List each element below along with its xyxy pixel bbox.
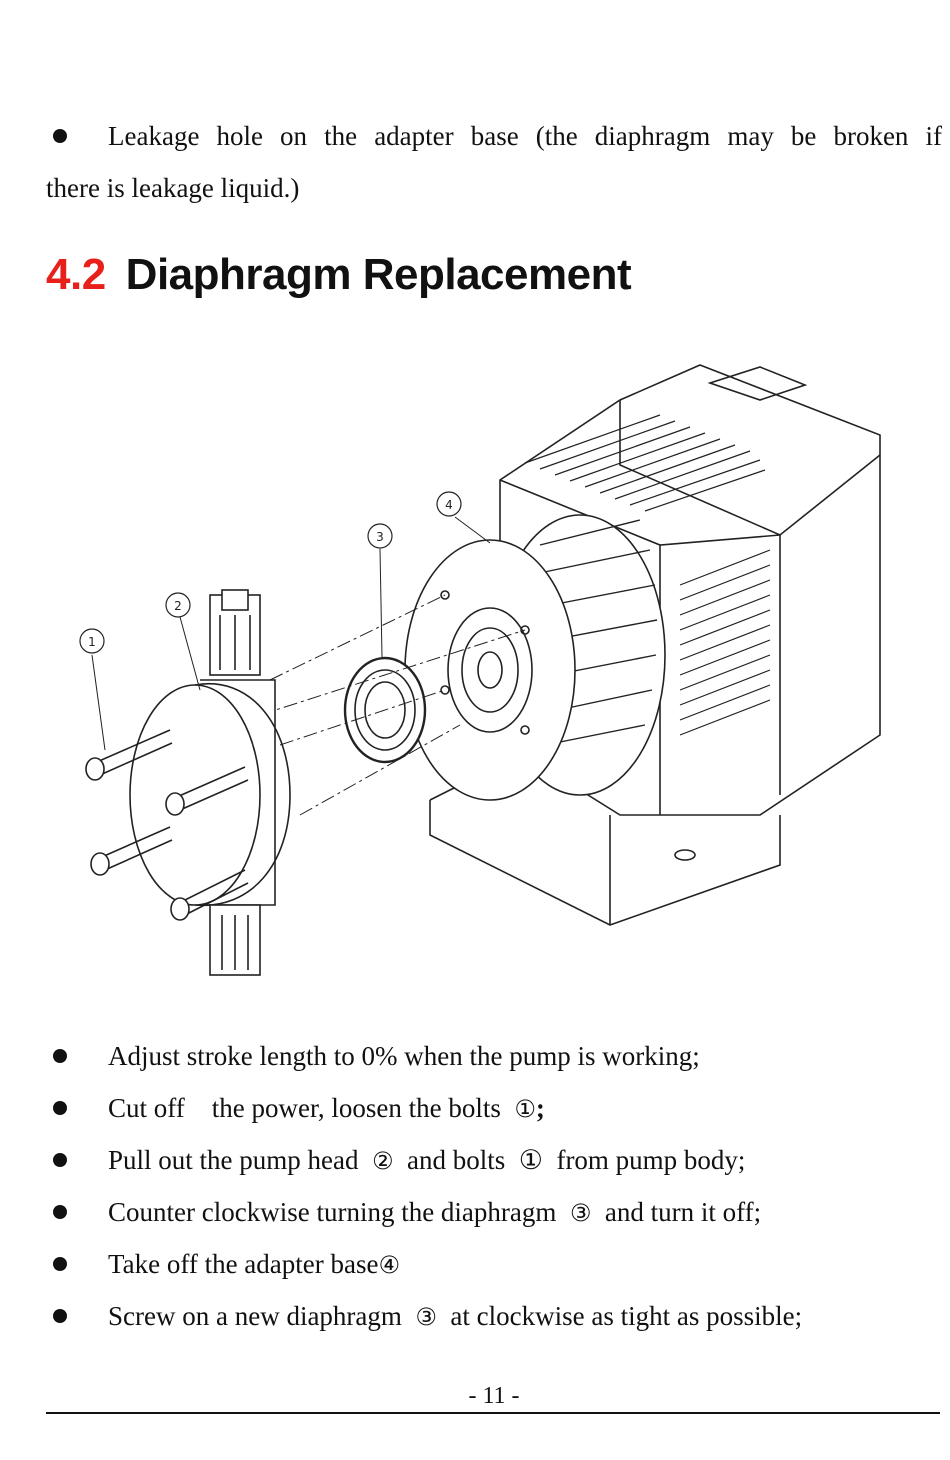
- section-heading: 4.2 Diaphragm Replacement: [46, 250, 632, 300]
- step-ref: ①: [514, 1095, 536, 1123]
- step-text-end: and bolts ① from pump body;: [393, 1145, 746, 1175]
- page-number: - 11 -: [468, 1383, 520, 1409]
- callout-4: 4: [436, 491, 491, 544]
- pump-exploded-diagram: 1 2 3 4: [79, 364, 881, 976]
- step-text: Adjust stroke length to 0% when the pump…: [108, 1041, 700, 1071]
- step-text: Screw on a new diaphragm: [108, 1301, 416, 1331]
- step-text: Counter clockwise turning the diaphragm: [108, 1197, 570, 1227]
- section-title: Diaphragm Replacement: [125, 250, 632, 299]
- step-ref: ④: [378, 1251, 400, 1279]
- footer-rule: [46, 1412, 940, 1414]
- bullet-dot: [53, 1049, 67, 1063]
- step-text-end: ;: [535, 1093, 545, 1123]
- step-item: Screw on a new diaphragm ③ at clockwise …: [46, 1290, 946, 1342]
- step-text: Pull out the pump head: [108, 1145, 372, 1175]
- bolts: [85, 729, 249, 921]
- bullet-dot: [53, 129, 67, 143]
- step-ref: ③: [569, 1199, 592, 1227]
- callout-3: 3: [367, 523, 393, 658]
- step-item: Adjust stroke length to 0% when the pump…: [46, 1030, 946, 1082]
- bullet-dot: [53, 1205, 67, 1219]
- step-item: Take off the adapter base④: [46, 1238, 946, 1290]
- svg-text:3: 3: [376, 530, 384, 544]
- bullet-dot: [53, 1309, 67, 1323]
- svg-text:4: 4: [445, 498, 453, 512]
- callout-1: 1: [79, 628, 106, 751]
- step-text: Take off the adapter base: [108, 1249, 379, 1279]
- adapter-base: [404, 539, 576, 801]
- step-item: Pull out the pump head ② and bolts ① fro…: [46, 1134, 946, 1186]
- step-item: Cut off the power, loosen the bolts ①;: [46, 1082, 946, 1134]
- pump-head: [129, 589, 291, 976]
- step-item: Counter clockwise turning the diaphragm …: [46, 1186, 946, 1238]
- step-text-end: and turn it off;: [591, 1197, 762, 1227]
- svg-text:2: 2: [174, 599, 182, 613]
- section-number: 4.2: [46, 250, 106, 299]
- bullet-dot: [53, 1257, 67, 1271]
- step-ref: ③: [415, 1303, 437, 1331]
- step-ref: ②: [371, 1147, 394, 1175]
- bullet-dot: [53, 1101, 67, 1115]
- intro-line-2: there is leakage liquid.): [46, 173, 300, 203]
- step-text-end: at clockwise as tight as possible;: [436, 1301, 803, 1331]
- intro-line-1: Leakage hole on the adapter base (the di…: [108, 121, 942, 151]
- svg-text:1: 1: [88, 635, 96, 649]
- callout-2: 2: [165, 592, 201, 691]
- step-text: Cut off the power, loosen the bolts: [108, 1093, 515, 1123]
- bullet-dot: [53, 1153, 67, 1167]
